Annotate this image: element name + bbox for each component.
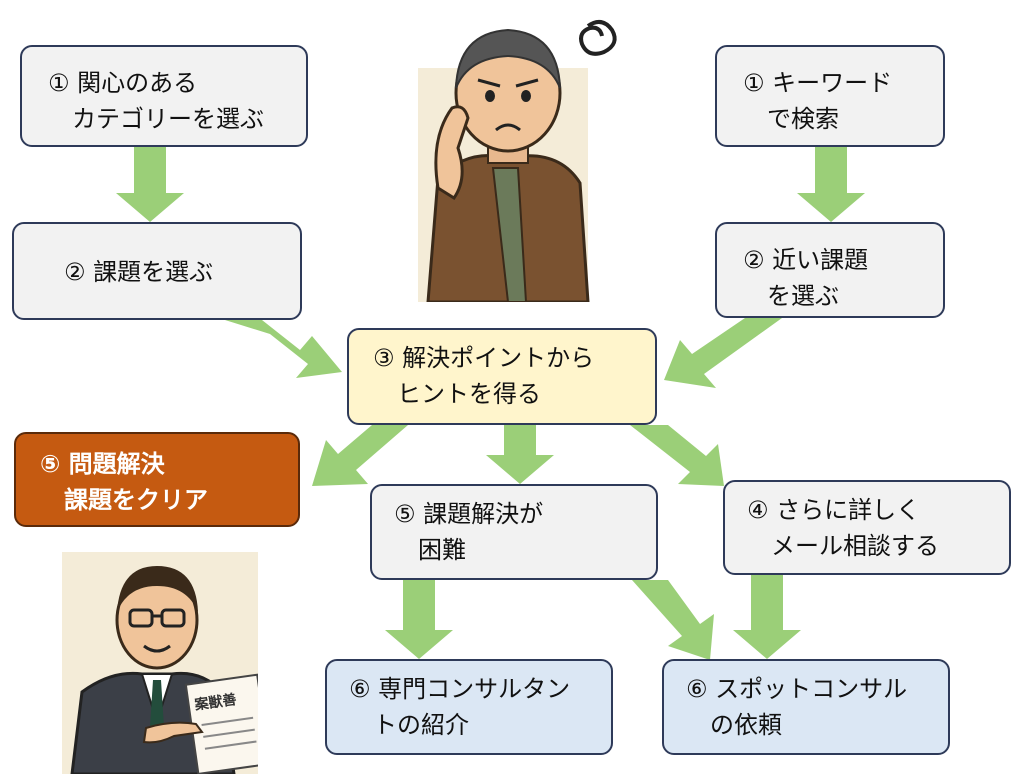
arrow-difficult-to-spot xyxy=(632,580,714,660)
step-choose-category-line-1: ① 関心のある xyxy=(48,69,198,97)
step-expert-referral-line-2: トの紹介 xyxy=(349,711,469,739)
step-get-hint[interactable]: ③ 解決ポイントから ヒントを得る xyxy=(347,328,657,425)
arrow-keyword-to-near xyxy=(797,147,865,222)
step-problem-solved[interactable]: ⑤ 問題解決 課題をクリア xyxy=(14,432,300,527)
arrow-hint-to-difficult xyxy=(486,425,554,484)
document-text: 案獣善 xyxy=(193,691,238,714)
step-get-hint-line-1: ③ 解決ポイントから xyxy=(373,344,595,372)
step-expert-referral-line-1: ⑥ 専門コンサルタン xyxy=(349,675,571,703)
step-difficult-line-1: ⑤ 課題解決が xyxy=(394,500,544,528)
step-keyword-search-line-2: で検索 xyxy=(743,105,839,133)
arrow-difficult-to-expert xyxy=(385,580,453,659)
step-get-hint-line-2: ヒントを得る xyxy=(373,380,541,408)
step-difficult-line-2: 困難 xyxy=(394,536,466,564)
step-spot-consult[interactable]: ⑥ スポットコンサル の依頼 xyxy=(662,659,950,755)
step-keyword-search-line-1: ① キーワード xyxy=(743,69,893,97)
step-choose-category-line-2: カテゴリーを選ぶ xyxy=(48,105,264,133)
arrow-cat-to-select xyxy=(116,147,184,222)
step-expert-referral[interactable]: ⑥ 専門コンサルタン トの紹介 xyxy=(325,659,613,755)
step-mail-consult-line-2: メール相談する xyxy=(747,532,939,560)
step-choose-category[interactable]: ① 関心のある カテゴリーを選ぶ xyxy=(20,45,308,147)
step-select-issue-line-1: ② 課題を選ぶ xyxy=(64,258,214,286)
step-problem-solved-line-2: 課題をクリア xyxy=(40,486,208,514)
arrow-hint-to-mail xyxy=(630,425,724,486)
step-keyword-search[interactable]: ① キーワード で検索 xyxy=(715,45,945,147)
step-difficult[interactable]: ⑤ 課題解決が 困難 xyxy=(370,484,658,580)
step-mail-consult-line-1: ④ さらに詳しく xyxy=(747,496,921,524)
step-select-issue[interactable]: ② 課題を選ぶ xyxy=(12,222,302,320)
step-problem-solved-line-1: ⑤ 問題解決 xyxy=(40,450,165,478)
step-spot-consult-line-1: ⑥ スポットコンサル xyxy=(686,675,908,703)
arrow-near-to-hint xyxy=(664,318,782,388)
arrow-hint-to-clear xyxy=(312,425,408,486)
step-spot-consult-line-2: の依頼 xyxy=(686,711,782,739)
consultant-illustration: 案獣善 xyxy=(62,552,258,774)
step-select-similar-issue[interactable]: ② 近い課題 を選ぶ xyxy=(715,222,945,318)
step-mail-consult[interactable]: ④ さらに詳しく メール相談する xyxy=(723,480,1011,575)
arrow-select-to-hint xyxy=(225,320,342,378)
worried-man-illustration xyxy=(418,19,617,302)
step-select-similar-issue-line-2: を選ぶ xyxy=(743,282,839,310)
step-select-similar-issue-line-1: ② 近い課題 xyxy=(743,246,869,274)
arrow-mail-to-spot xyxy=(733,575,801,659)
